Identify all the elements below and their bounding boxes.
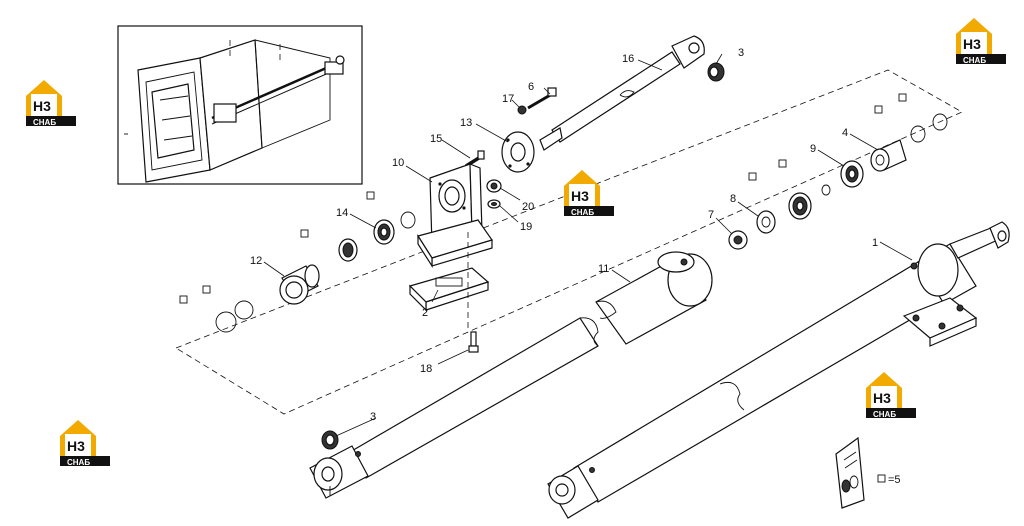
o-ring-left-2	[215, 311, 237, 333]
leader-lines	[263, 53, 913, 437]
part-8-washer	[756, 210, 776, 234]
part-15-pin	[465, 150, 485, 168]
seal-kit-legend: =5	[835, 436, 901, 509]
part-seal-left	[338, 238, 358, 262]
label-11: 11	[598, 263, 609, 275]
part-2-plate	[408, 267, 490, 312]
svg-text:СНАБ: СНАБ	[873, 410, 896, 419]
part-16-rod	[539, 35, 705, 151]
label-1: 1	[872, 237, 878, 249]
seal-ring-14	[400, 211, 416, 229]
watermark-logo: Н3 СНАБ	[866, 372, 916, 419]
label-18: 18	[420, 363, 432, 375]
watermark-logo: Н3 СНАБ	[60, 420, 110, 467]
label-2: 2	[422, 307, 428, 319]
svg-text:СНАБ: СНАБ	[33, 118, 56, 127]
svg-text:СНАБ: СНАБ	[67, 458, 90, 467]
part-seal-right	[788, 192, 812, 220]
legend-text: =5	[888, 474, 901, 486]
part-3-bushing-top	[707, 62, 725, 82]
part-10-bracket	[417, 163, 493, 269]
label-3-bottom: 3	[370, 411, 376, 423]
part-11-barrel	[595, 251, 713, 345]
part-3-bushing-bottom	[321, 430, 339, 450]
part-14-bearing	[373, 219, 395, 245]
callout-labels: 1 2 3 3 4 6 7 8 9 10 11 12 13 14 15 16 1…	[250, 47, 878, 423]
seal-kit-markers	[179, 93, 907, 304]
svg-text:Н3: Н3	[67, 438, 85, 454]
part-20-nut	[486, 179, 502, 193]
svg-text:Н3: Н3	[873, 390, 891, 406]
svg-text:СНАБ: СНАБ	[571, 208, 594, 217]
svg-text:Н3: Н3	[963, 36, 981, 52]
label-17: 17	[502, 93, 514, 105]
label-4: 4	[842, 127, 848, 139]
label-6: 6	[528, 81, 534, 93]
inset-detail-view	[117, 25, 363, 185]
part-4-bushing	[870, 139, 907, 172]
label-10: 10	[392, 157, 404, 169]
part-7-nut	[728, 230, 748, 250]
label-9: 9	[810, 143, 816, 155]
label-12: 12	[250, 255, 262, 267]
label-20: 20	[522, 201, 534, 213]
part-13-flange	[501, 131, 535, 173]
part-19-washer	[487, 199, 501, 209]
svg-text:СНАБ: СНАБ	[963, 56, 986, 65]
o-ring-right-1	[910, 125, 926, 143]
label-16: 16	[622, 53, 634, 65]
label-14: 14	[336, 207, 348, 219]
part-18-screw	[468, 331, 479, 353]
label-13: 13	[460, 117, 472, 129]
svg-text:Н3: Н3	[571, 188, 589, 204]
o-ring-right-2	[932, 113, 948, 131]
small-o-ring	[821, 184, 831, 196]
part-12-gland	[279, 264, 320, 305]
watermark-logo: Н3 СНАБ	[564, 170, 614, 217]
label-8: 8	[730, 193, 736, 205]
assembly-boundary	[175, 69, 963, 415]
svg-text:Н3: Н3	[33, 98, 51, 114]
label-3-top: 3	[738, 47, 744, 59]
label-19: 19	[520, 221, 532, 233]
o-ring-left-1	[234, 300, 254, 320]
watermark-logo: Н3 СНАБ	[956, 18, 1006, 65]
label-15: 15	[430, 133, 442, 145]
part-9-bearing	[840, 160, 864, 188]
left-cylinder-long	[309, 317, 599, 499]
watermark-logo: Н3 СНАБ	[26, 80, 76, 127]
part-1-cylinder-head	[902, 221, 1010, 347]
label-7: 7	[708, 209, 714, 221]
